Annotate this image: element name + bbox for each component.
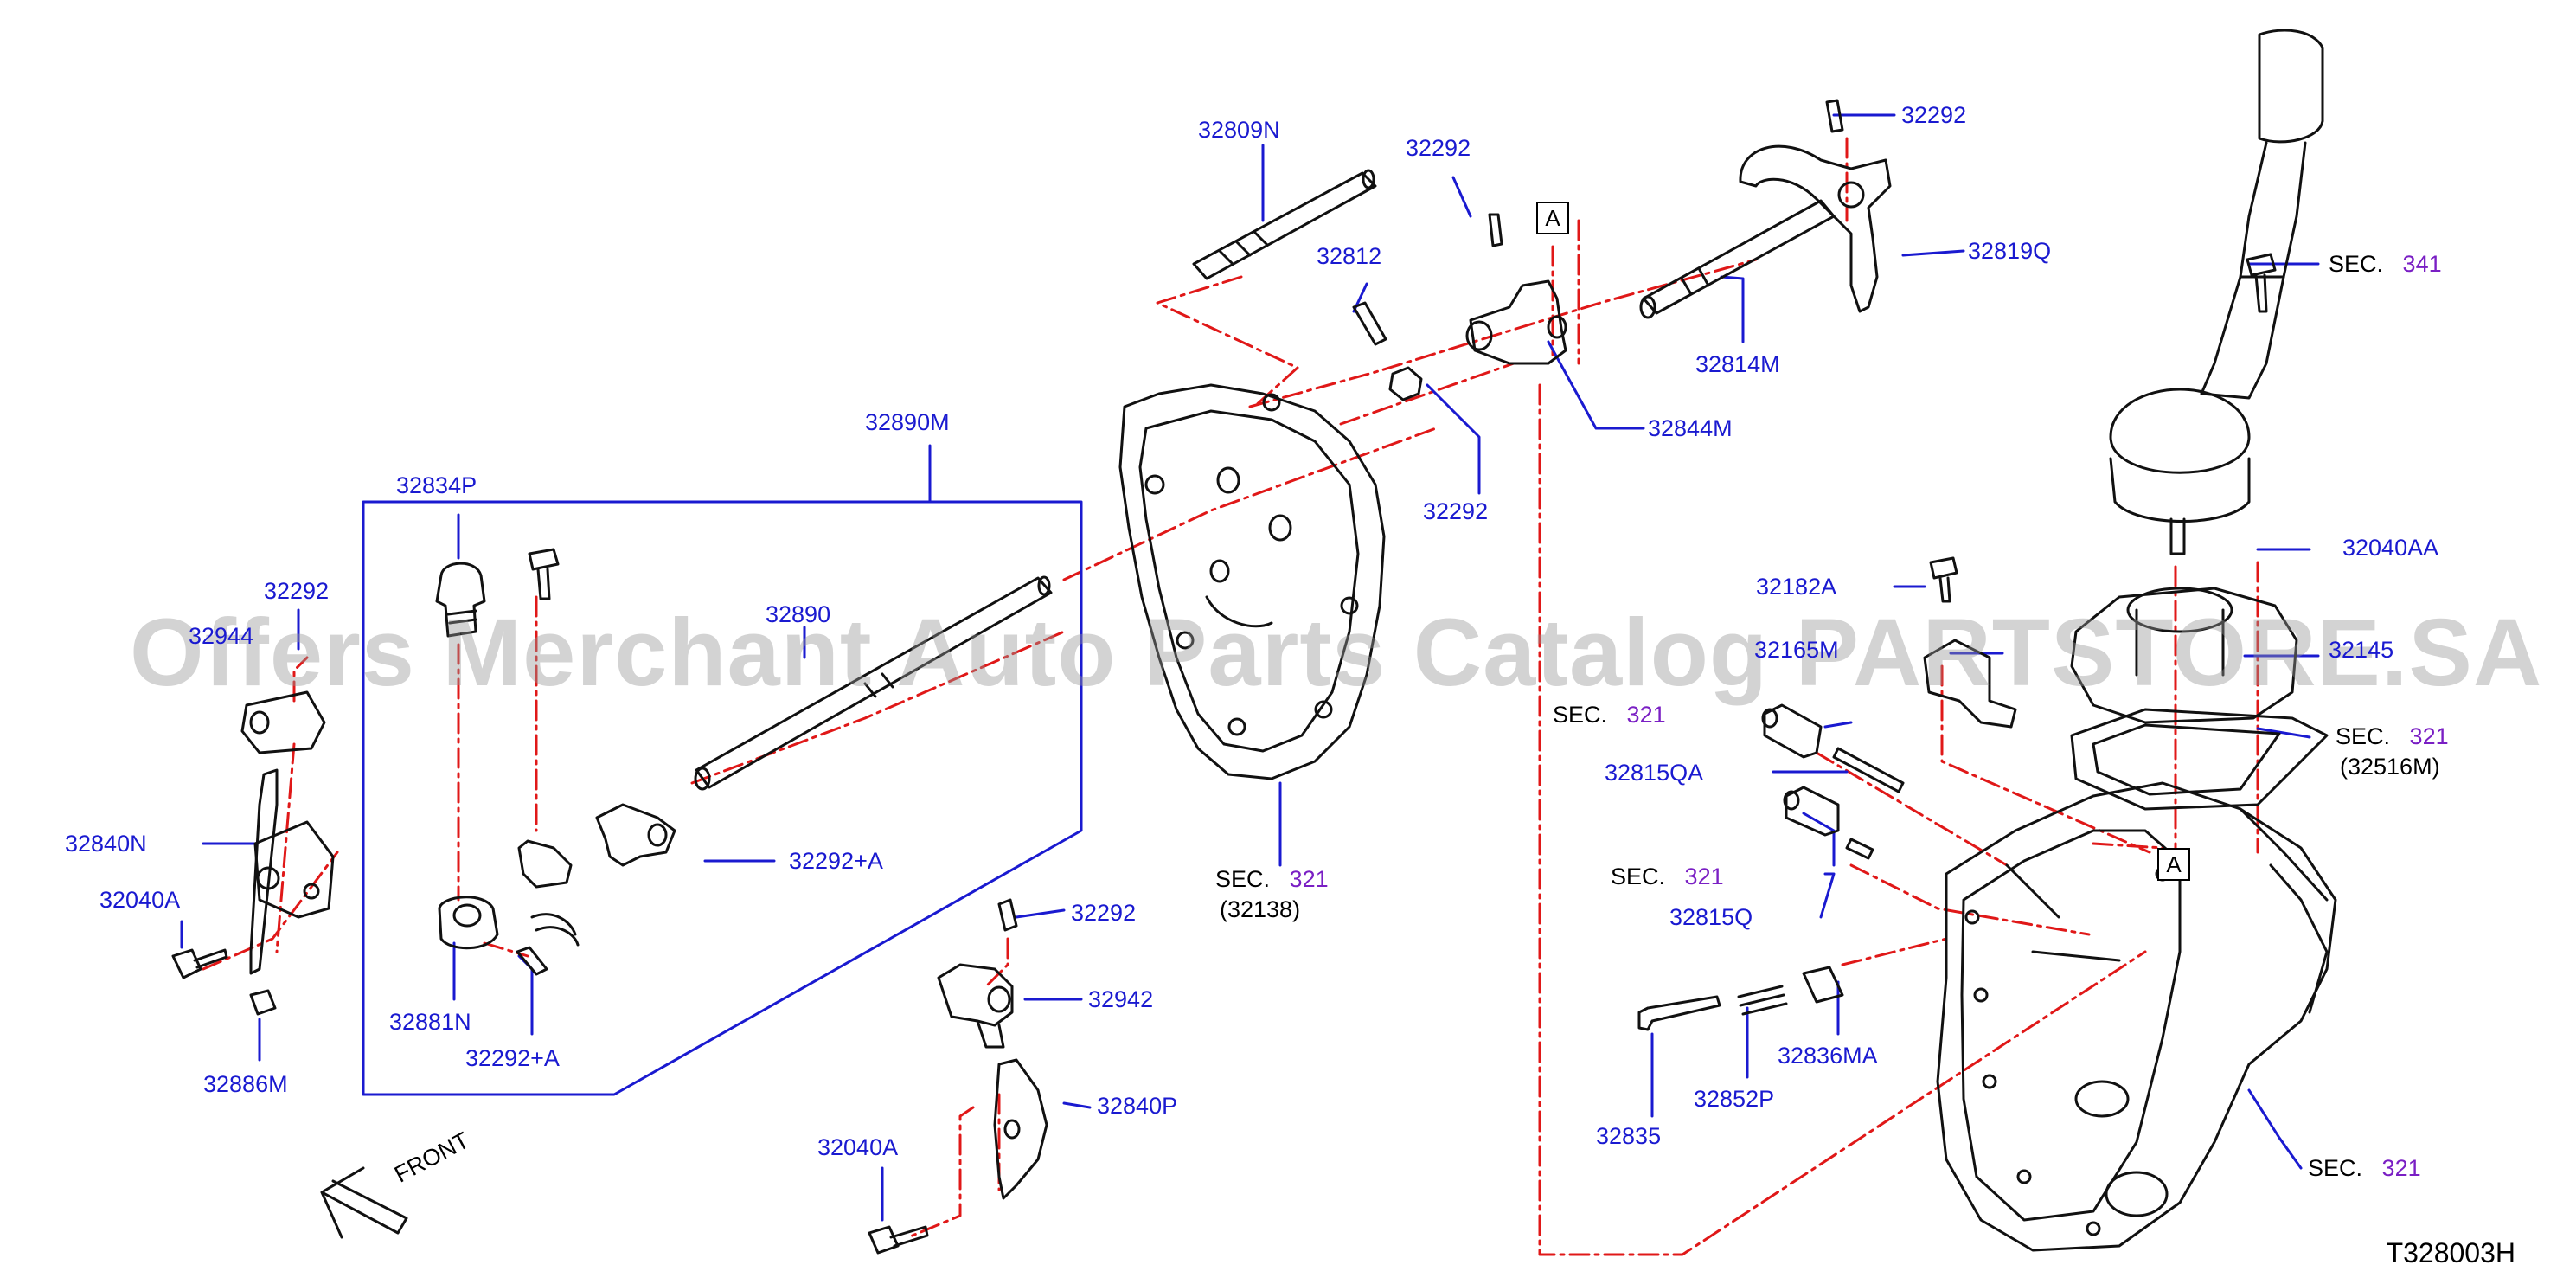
pin-32812 <box>1352 301 1387 346</box>
lever-32840N <box>249 768 335 975</box>
section-prefix: SEC. <box>1215 866 1271 892</box>
label-32814M: 32814M <box>1695 351 1780 377</box>
section-ref-321-switch-1: SEC. 321 <box>1553 703 1666 727</box>
label-32292-d: 32292 <box>264 578 330 604</box>
label-32292-a: 32292 <box>1406 135 1471 161</box>
lever-32840P <box>993 1058 1048 1200</box>
diagram-code: T328003H <box>2386 1237 2515 1268</box>
bracket-32165M <box>1923 639 2017 729</box>
label-32040A-a: 32040A <box>99 887 181 913</box>
label-32942: 32942 <box>1088 986 1154 1012</box>
shift-lever-32890M <box>517 803 676 947</box>
pin-lower-middle <box>997 898 1018 932</box>
collar-32881N <box>438 896 499 950</box>
label-32819Q: 32819Q <box>1968 238 2052 264</box>
label-32165M: 32165M <box>1754 637 1839 663</box>
label-32834P: 32834P <box>396 472 477 498</box>
transmission-case <box>1936 781 2337 1252</box>
section-prefix: SEC. <box>1553 702 1608 728</box>
label-32835: 32835 <box>1596 1123 1662 1149</box>
bracket-32944 <box>240 690 326 754</box>
pin-top-left <box>1488 213 1503 247</box>
label-32809N: 32809N <box>1198 117 1280 143</box>
plug-32834P <box>435 562 486 638</box>
section-ref-341: SEC. 341 <box>2329 253 2442 276</box>
label-32292A-b: 32292+A <box>465 1045 560 1071</box>
label-32815QA: 32815QA <box>1605 760 1704 786</box>
section-number: 321 <box>2381 1155 2421 1181</box>
label-32844M: 32844M <box>1648 415 1733 441</box>
part-outlines <box>171 29 2337 1255</box>
section-ref-321-transmission: SEC. 321 <box>2308 1157 2421 1180</box>
section-number: 341 <box>2402 251 2442 277</box>
label-32292-b: 32292 <box>1901 102 1967 128</box>
shifter-cover-32145 <box>2070 587 2298 724</box>
section-number: 321 <box>2409 723 2449 749</box>
section-ref-321-switch-2: SEC. 321 <box>1611 865 1724 889</box>
label-32890M: 32890M <box>865 409 950 435</box>
shift-lever-32844M <box>1465 279 1567 365</box>
shift-rod-32814M <box>1639 199 1836 319</box>
bolt-32040AA <box>2246 253 2277 313</box>
ref-box-a-top: A <box>1536 202 1569 234</box>
ref-box-a-bottom: A <box>2157 848 2190 881</box>
section-ref-321-case: SEC. 321 <box>1215 868 1329 891</box>
label-32292-c: 32292 <box>1423 498 1489 524</box>
section-number: 321 <box>1626 702 1666 728</box>
front-arrow-icon <box>320 1166 408 1239</box>
bushing-32886M <box>249 989 277 1016</box>
bolt-32182A <box>1929 556 1958 603</box>
case-housing-32138 <box>1118 383 1386 780</box>
label-32840P: 32840P <box>1097 1093 1178 1119</box>
section-number: 321 <box>1289 866 1329 892</box>
section-prefix: SEC. <box>1611 863 1666 889</box>
switch-32815Q <box>1783 786 1874 860</box>
section-prefix: SEC. <box>2329 251 2384 277</box>
watermark: Offers Merchant Auto Parts Catalog PARTS… <box>130 600 2543 706</box>
label-32890: 32890 <box>766 601 831 627</box>
label-32040A-b: 32040A <box>817 1134 899 1160</box>
bolt-top-left <box>528 548 560 600</box>
nut-32292 <box>1388 366 1423 401</box>
label-32040AA: 32040AA <box>2342 535 2439 561</box>
bolt-32040A-left <box>171 948 228 979</box>
pin-top-right <box>1825 99 1844 133</box>
shift-fork-32819Q <box>1739 144 1892 313</box>
section-number: 321 <box>1684 863 1724 889</box>
label-32292A-a: 32292+A <box>789 848 883 874</box>
label-32881N: 32881N <box>389 1009 471 1035</box>
gasket-32516M <box>2070 708 2329 811</box>
switch-32815QA <box>1761 703 1905 793</box>
section-prefix: SEC. <box>2336 723 2391 749</box>
section-sub-32138: (32138) <box>1220 896 1301 922</box>
section-prefix: SEC. <box>2308 1155 2363 1181</box>
label-32815Q: 32815Q <box>1669 904 1753 930</box>
label-32886M: 32886M <box>203 1071 288 1097</box>
section-ref-321-gasket: SEC. 321 <box>2336 725 2449 748</box>
label-32840N: 32840N <box>65 831 147 857</box>
detent-assembly <box>1637 966 1844 1031</box>
shift-rod-32809N <box>1192 169 1377 280</box>
lever-32942 <box>937 963 1014 1049</box>
label-32812: 32812 <box>1317 243 1382 269</box>
section-sub-32516M: (32516M) <box>2340 754 2440 780</box>
label-32182A: 32182A <box>1756 574 1837 600</box>
label-32944: 32944 <box>189 623 254 649</box>
label-32145: 32145 <box>2329 637 2394 663</box>
label-32852P: 32852P <box>1694 1086 1775 1112</box>
shift-rod-32890 <box>694 575 1053 791</box>
pin-32292A <box>516 946 548 976</box>
label-32292-e: 32292 <box>1071 900 1137 926</box>
shift-knob-assembly <box>2109 29 2324 555</box>
label-32836MA: 32836MA <box>1778 1043 1878 1069</box>
bolt-32040A-bottom <box>868 1225 929 1255</box>
